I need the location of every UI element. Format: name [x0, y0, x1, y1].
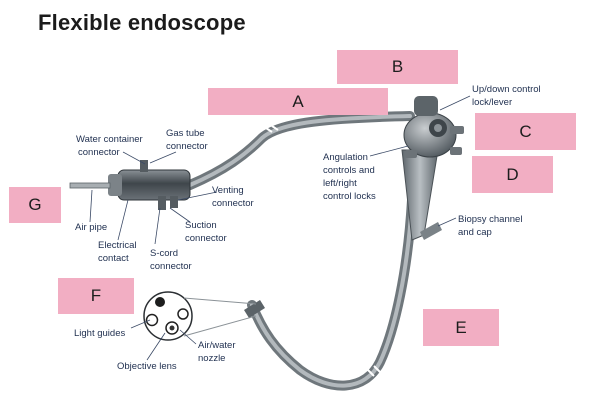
answer-box-c[interactable]: C — [475, 113, 576, 150]
answer-box-f[interactable]: F — [58, 278, 134, 314]
label-angulation: Angulation controls and left/right contr… — [323, 152, 377, 202]
answer-box-a[interactable]: A — [208, 88, 388, 115]
scope-connector — [117, 169, 191, 201]
insertion-tube — [247, 195, 417, 391]
label-air-water: Air/water nozzle — [198, 340, 238, 364]
answer-box-g[interactable]: G — [9, 187, 61, 223]
label-water-container: Water container connector — [76, 134, 145, 158]
label-up-down: Up/down control lock/lever — [472, 84, 543, 108]
label-light-guides: Light guides — [74, 328, 125, 339]
label-gas-tube: Gas tube connector — [166, 128, 208, 152]
page-title: Flexible endoscope — [38, 10, 246, 35]
answer-box-e[interactable]: E — [423, 309, 499, 346]
label-s-cord: S-cord connector — [150, 248, 192, 272]
label-venting: Venting connector — [212, 185, 254, 209]
answer-box-d[interactable]: D — [472, 156, 553, 193]
label-biopsy: Biopsy channel and cap — [458, 214, 525, 238]
label-electrical: Electrical contact — [98, 240, 139, 264]
label-air-pipe: Air pipe — [75, 222, 107, 233]
answer-box-b[interactable]: B — [337, 50, 458, 84]
label-objective-lens: Objective lens — [117, 361, 177, 372]
label-suction: Suction connector — [185, 220, 227, 244]
